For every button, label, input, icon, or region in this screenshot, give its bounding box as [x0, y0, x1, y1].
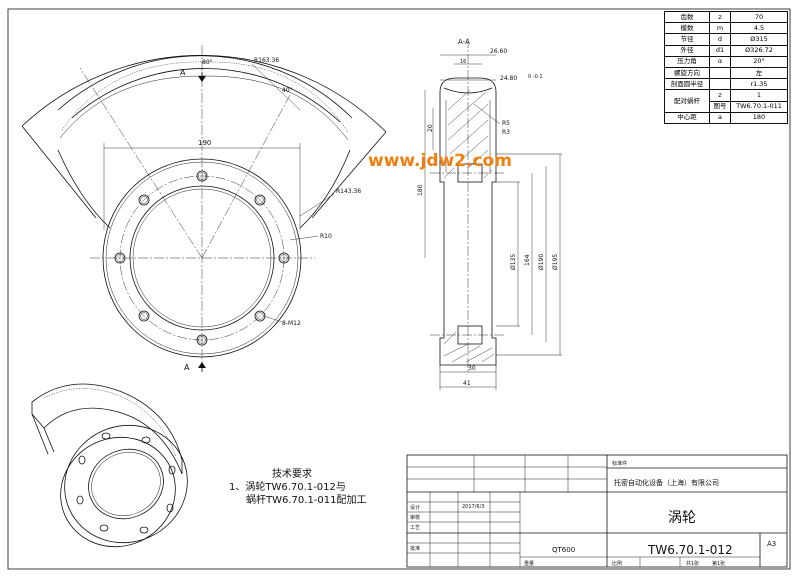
iso-disk-back: [60, 436, 176, 548]
iso-sector: [31, 383, 183, 475]
label-approve: 批准: [410, 545, 420, 552]
dim-190: 190: [198, 139, 211, 147]
radius-outer: R163.36: [254, 57, 279, 64]
label-weight: 重量: [524, 560, 534, 567]
radius-r3: R3: [502, 129, 510, 136]
isometric-view: [31, 383, 188, 548]
sector-inner-arc: [71, 68, 341, 123]
sector-tooth-arc: [57, 55, 353, 119]
notes-title: 技术要求: [272, 467, 312, 480]
teeth-band: [61, 61, 349, 133]
section-outline: [439, 77, 497, 366]
dim-195: Ø195: [552, 254, 559, 270]
iso-disk-outer: [64, 424, 188, 544]
iso-bore: [88, 448, 164, 520]
radius-r5: R5: [502, 120, 510, 127]
notes-line2: 蜗杆TW6.70.1-011配加工: [246, 494, 367, 506]
dim-24: 24.80: [500, 75, 517, 82]
arrowhead-a-top: [198, 76, 206, 82]
arrowhead-a-bottom: [198, 362, 206, 368]
dim-41: 41: [463, 380, 471, 387]
iso-holes: [76, 432, 176, 534]
dim-164: 164: [524, 254, 531, 266]
tolerance: 0 -0.1: [528, 74, 543, 80]
dim-20: 20: [427, 124, 434, 132]
iso-bore-inner: [91, 452, 161, 516]
hatch-bottom: [443, 331, 495, 363]
teeth-root-arc: [59, 75, 349, 141]
param-row: 螺旋方向左: [664, 66, 788, 80]
leader-r143: [299, 193, 335, 217]
dim-190b: Ø190: [538, 254, 545, 270]
drawing-number: TW6.70.1-012: [647, 543, 733, 557]
sector-edge-right: [311, 131, 387, 219]
section-title: A-A: [458, 38, 470, 46]
date: 2017/6/3: [462, 504, 484, 510]
iso-teeth: [43, 388, 177, 457]
iso-arm: [43, 427, 55, 453]
label-review: 审核: [410, 514, 420, 521]
part-name: 涡轮: [668, 510, 696, 526]
front-view: A A 80° 40° R163.36 R143.36 R10 190 8-M1…: [21, 45, 387, 372]
company-name: 托密自动化设备（上海）有限公司: [614, 478, 719, 487]
label-scale: 比例: [612, 560, 622, 567]
label-sheet: 第1张: [712, 560, 725, 567]
dim-180: 180: [417, 184, 424, 196]
sector-edge-left: [21, 125, 97, 219]
watermark: www.jdw2.com: [368, 151, 512, 171]
angle-80: 80°: [202, 59, 213, 66]
dim-30: 30: [468, 365, 476, 372]
sector-curve-left: [57, 149, 111, 229]
dim-135: Ø135: [510, 254, 517, 270]
section-view: A-A: [417, 38, 562, 390]
notes-line1: 1、涡轮TW6.70.1-012与: [229, 480, 346, 493]
drawing-frame: [7, 8, 791, 570]
sector-curve-right: [299, 149, 351, 229]
rim-lines: [445, 100, 491, 172]
dim-26: 26.60: [490, 48, 507, 55]
label-a-top: A: [180, 68, 186, 77]
title-block: 托密自动化设备（上海）有限公司 涡轮 TW6.70.1-012 A3 QT600…: [406, 454, 788, 568]
material: QT600: [552, 546, 575, 554]
radius-root: R143.36: [336, 188, 361, 195]
holes-spec: 8-M12: [282, 320, 301, 327]
label-a-bottom: A: [184, 363, 190, 372]
label-process: 工艺: [410, 525, 420, 531]
angle-40: 40°: [282, 87, 293, 94]
technical-notes: 技术要求 1、涡轮TW6.70.1-012与 蜗杆TW6.70.1-011配加工: [229, 467, 367, 506]
leader-r163: [251, 63, 301, 111]
radius-small: R10: [320, 233, 332, 240]
leader-r5: [473, 103, 501, 125]
label-design: 设计: [410, 504, 420, 511]
leader-holes: [263, 315, 283, 323]
iso-arm-b: [31, 413, 49, 455]
centerline-40: [201, 94, 291, 259]
label-standard: 标准件: [612, 460, 627, 467]
sheet-size: A3: [767, 540, 776, 548]
dim-16: 16: [460, 59, 466, 65]
leader-r10: [289, 235, 319, 241]
label-sheets: 共1张: [686, 560, 699, 567]
centerline-80: [79, 67, 203, 259]
